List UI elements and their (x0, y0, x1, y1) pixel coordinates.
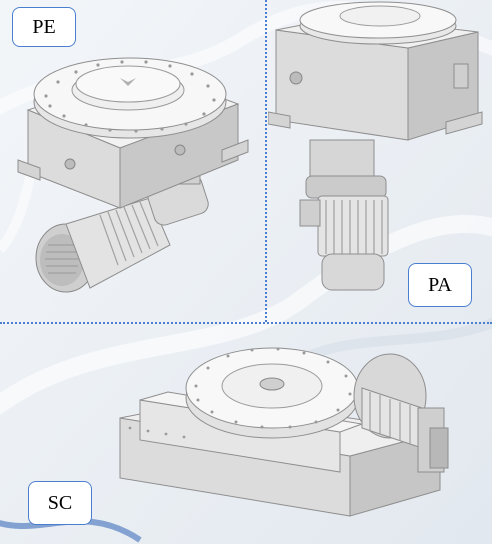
sc-rotary-plate (185, 347, 359, 439)
sc-motor (353, 353, 449, 473)
sc-label: SC (28, 481, 92, 525)
pa-label: PA (408, 263, 472, 307)
vertical-divider (265, 0, 267, 322)
pe-label: PE (12, 7, 76, 47)
pe-product-image (17, 57, 249, 293)
horizontal-divider (0, 322, 492, 324)
sc-product-image (119, 347, 449, 517)
pa-rotary-plate (299, 1, 457, 45)
pe-rotary-plate (33, 57, 227, 139)
pa-motor (299, 139, 389, 291)
pa-product-image (268, 1, 483, 291)
